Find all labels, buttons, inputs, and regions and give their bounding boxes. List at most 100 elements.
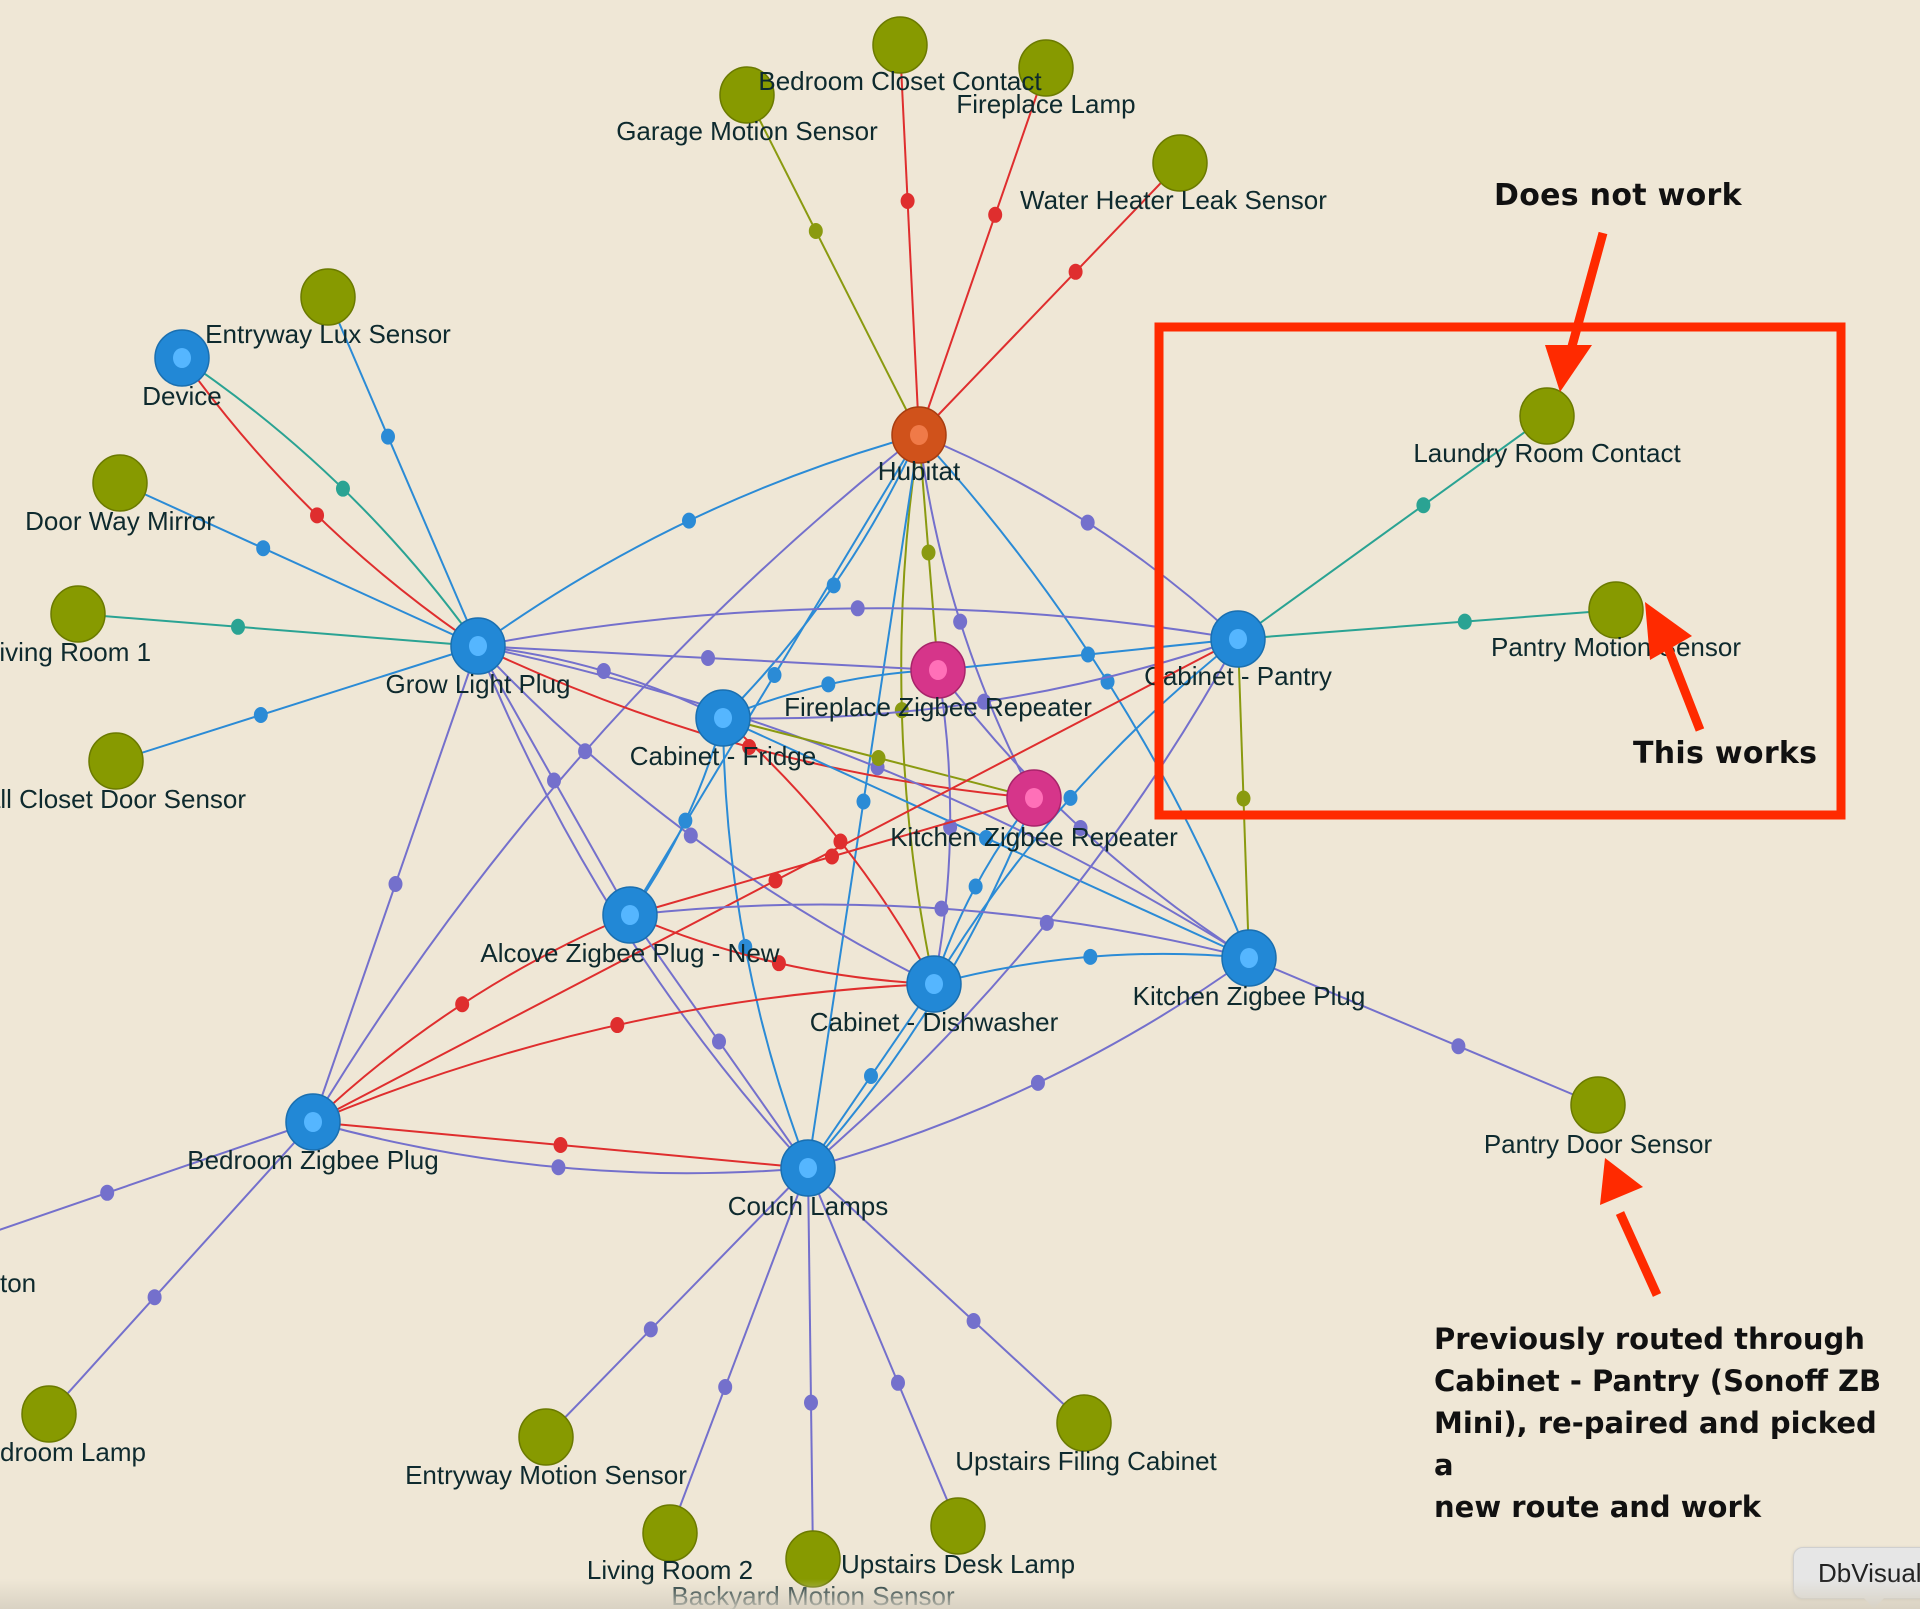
edge-marker [1030,1074,1045,1091]
edge-marker [953,613,968,630]
node-krep[interactable] [1006,769,1062,827]
annotation-note: Previously routed through Cabinet - Pant… [1434,1318,1894,1528]
edge-pantry-pmotion [1237,609,1617,640]
node-label: Door Way Mirror [25,506,215,536]
node-label: Grow Light Plug [386,669,571,699]
node-hubitat[interactable] [891,406,947,464]
node-label: Kitchen Zigbee Plug [1133,981,1366,1011]
edge-marker [643,1321,658,1338]
edge-marker [256,540,271,557]
edge-marker [988,206,1003,223]
edge-hubitat-garage [746,94,920,436]
edge-hubitat-wheater [918,162,1181,436]
node-dwm[interactable] [92,454,148,512]
node-garage[interactable] [719,66,775,124]
edge-marker [335,480,350,497]
node-circle[interactable] [1519,387,1575,445]
edge-marker [553,1137,568,1153]
node-elux[interactable] [300,268,356,326]
edge-marker [455,996,470,1013]
edge-grow-device [181,357,479,647]
edge-grow-device [181,357,479,647]
node-hcloset[interactable] [88,732,144,790]
node-alcove[interactable] [602,886,658,944]
node-pmotion[interactable] [1588,581,1644,639]
edge-hubitat-flamp [918,67,1047,436]
node-circle[interactable] [785,1530,841,1588]
node-fridge[interactable] [695,689,751,747]
edge-marker [871,750,886,766]
node-circle[interactable] [930,1497,986,1555]
edge-marker [1457,613,1472,630]
node-core [621,905,639,925]
node-backyard[interactable] [785,1530,841,1588]
node-circle[interactable] [1018,39,1074,97]
edge-couch-lr2 [669,1167,809,1534]
node-circle[interactable] [92,454,148,512]
edge-marker [1416,497,1431,514]
node-label: Device [142,381,221,411]
node-circle[interactable] [518,1408,574,1466]
edge-marker [683,827,698,844]
edge-marker [856,793,871,810]
node-circle[interactable] [300,268,356,326]
node-pdoor[interactable] [1570,1076,1626,1134]
node-circle[interactable] [21,1385,77,1443]
node-circle[interactable] [1570,1076,1626,1134]
edge-marker [718,1379,733,1395]
node-blamp[interactable] [21,1385,77,1443]
node-dish[interactable] [906,955,962,1013]
annotation-note-line: Previously routed through [1434,1322,1865,1356]
annotation-this-works: This works [1633,736,1818,771]
node-core [304,1112,322,1132]
edge-marker [934,900,949,917]
node-circle[interactable] [1152,134,1208,192]
highlight-box [1154,322,1846,820]
edge-marker [1081,646,1095,663]
node-label: Pantry Door Sensor [1484,1129,1713,1159]
node-label: all Closet Door Sensor [0,784,246,814]
node-couch[interactable] [780,1139,836,1197]
node-lr1[interactable] [50,585,106,643]
node-grow[interactable] [450,617,506,675]
node-kplug[interactable] [1221,929,1277,987]
node-label: droom Lamp [0,1437,146,1467]
edge-marker [900,193,915,209]
node-bcloset[interactable] [872,16,928,74]
node-pantry[interactable] [1210,610,1266,668]
node-udesk[interactable] [930,1497,986,1555]
arrow-this-works [1645,602,1705,732]
edge-marker [1063,789,1078,806]
edge-marker [100,1184,115,1201]
edge-dish-bedplug [312,983,935,1123]
node-circle[interactable] [642,1504,698,1562]
edge-grow-lr1 [77,613,479,647]
edge-kplug-pdoor [1248,957,1599,1106]
edge-marker [804,1394,818,1411]
node-flamp[interactable] [1018,39,1074,97]
edge-marker [388,876,403,892]
node-core [1240,948,1258,968]
node-circle[interactable] [50,585,106,643]
node-circle[interactable] [872,16,928,74]
node-ufiling[interactable] [1056,1394,1112,1452]
node-laundry[interactable] [1519,387,1575,445]
edge-marker [381,428,395,445]
edge-hubitat-bcloset [899,44,920,436]
node-bedplug[interactable] [285,1093,341,1151]
edge-grow-elux [327,296,479,647]
edge-marker [551,1159,566,1176]
edge-grow-dwm [119,482,479,647]
node-circle[interactable] [1588,581,1644,639]
nodes-layer [21,16,1644,1588]
edge-marker [891,1374,905,1391]
node-circle[interactable] [88,732,144,790]
node-emotion[interactable] [518,1408,574,1466]
node-fprep[interactable] [910,641,966,699]
node-wheater[interactable] [1152,134,1208,192]
node-lr2[interactable] [642,1504,698,1562]
node-circle[interactable] [1056,1394,1112,1452]
node-circle[interactable] [719,66,775,124]
node-device[interactable] [154,329,210,387]
tooltip-label: DbVisual [1818,1558,1920,1588]
